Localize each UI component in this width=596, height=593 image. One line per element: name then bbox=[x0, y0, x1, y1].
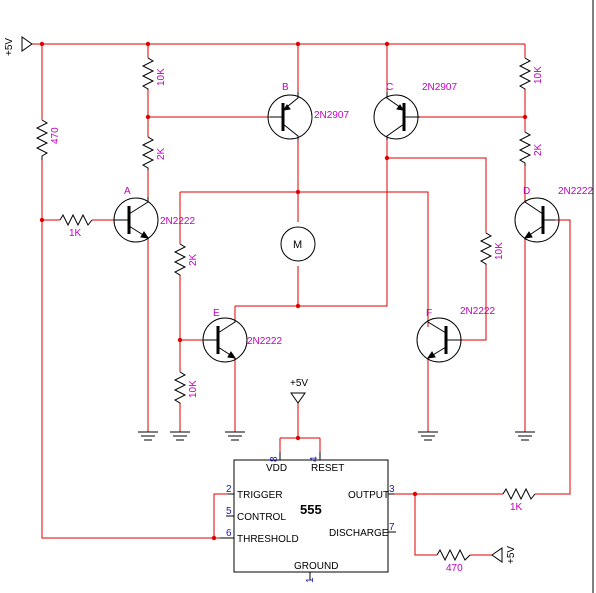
pin-threshold-label: THRESHOLD bbox=[237, 534, 299, 545]
wires bbox=[32, 43, 571, 556]
supply-symbol-ic: +5V bbox=[290, 378, 308, 404]
pin-reset-num: 4 bbox=[309, 456, 320, 462]
transistor-d-id: D bbox=[523, 186, 530, 197]
ground-d bbox=[515, 431, 535, 441]
transistor-a bbox=[113, 197, 159, 243]
label-10k-top-right: 10K bbox=[533, 66, 544, 84]
supply-label-main: +5V bbox=[4, 38, 15, 56]
label-10k-top-left: 10K bbox=[156, 68, 167, 86]
ic-name: 555 bbox=[300, 502, 322, 517]
pin-threshold-num: 6 bbox=[226, 528, 232, 539]
resistor-470-left bbox=[35, 119, 49, 160]
resistor-2k-right bbox=[518, 131, 532, 166]
ic-555: 555 VDD RESET TRIGGER CONTROL THRESHOLD … bbox=[220, 452, 396, 583]
resistor-1k-base-a bbox=[59, 213, 93, 227]
pin-trigger-label: TRIGGER bbox=[237, 490, 283, 501]
transistor-d-part: 2N2222 bbox=[558, 186, 593, 197]
label-10k-base-f: 10K bbox=[494, 242, 505, 260]
label-470-left: 470 bbox=[50, 127, 61, 144]
resistor-10k-top-left bbox=[141, 57, 155, 90]
ground-symbols bbox=[138, 431, 535, 441]
transistor-b bbox=[267, 92, 313, 140]
pin-control-num: 5 bbox=[226, 506, 232, 517]
motor-label: M bbox=[293, 239, 302, 251]
ground-e bbox=[225, 431, 245, 441]
supply-label-right: +5V bbox=[506, 546, 517, 564]
resistor-2k-base-e bbox=[173, 243, 187, 276]
supply-label-ic: +5V bbox=[290, 378, 308, 389]
pin-vdd-num: 8 bbox=[269, 456, 280, 462]
pin-trigger-num: 2 bbox=[226, 484, 232, 495]
transistor-f bbox=[416, 317, 462, 363]
transistor-f-id: F bbox=[426, 308, 432, 319]
transistor-c bbox=[373, 92, 420, 140]
transistor-d bbox=[514, 197, 560, 243]
junction-dots bbox=[39, 41, 528, 541]
transistor-e-id: E bbox=[213, 308, 220, 319]
transistor-c-part: 2N2907 bbox=[422, 82, 457, 93]
pin-ground-num: 1 bbox=[305, 577, 316, 583]
label-1k-base-a: 1K bbox=[69, 228, 82, 239]
transistor-a-id: A bbox=[124, 186, 131, 197]
resistor-10k-base-f bbox=[479, 232, 493, 265]
ground-f bbox=[418, 431, 438, 441]
ground-e-base bbox=[170, 431, 190, 441]
transistor-b-id: B bbox=[282, 82, 289, 93]
supply-symbol-right: +5V bbox=[491, 546, 517, 564]
label-470-output: 470 bbox=[446, 563, 463, 574]
pin-ground-label: GROUND bbox=[294, 561, 338, 572]
resistor-labels: 470 10K 2K 1K 2K 10K 10K 2K 10K 1K 470 bbox=[50, 66, 544, 574]
resistor-10k-top-right bbox=[518, 57, 532, 90]
resistor-1k-output bbox=[502, 487, 536, 501]
pin-discharge-num: 7 bbox=[389, 522, 395, 533]
pin-output-num: 3 bbox=[389, 484, 395, 495]
label-2k-left: 2K bbox=[156, 147, 167, 160]
resistor-2k-left bbox=[141, 136, 155, 170]
resistor-470-output bbox=[436, 548, 471, 562]
transistor-a-part: 2N2222 bbox=[160, 216, 195, 227]
transistor-e-part: 2N2222 bbox=[247, 336, 282, 347]
pin-discharge-label: DISCHARGE bbox=[329, 528, 389, 539]
ground-a bbox=[138, 431, 158, 441]
supply-symbol-main: +5V bbox=[4, 36, 33, 56]
transistor-c-id: C bbox=[386, 82, 393, 93]
label-2k-right: 2K bbox=[533, 143, 544, 156]
resistors bbox=[35, 57, 536, 562]
transistor-b-part: 2N2907 bbox=[314, 110, 349, 121]
label-2k-base-e: 2K bbox=[188, 253, 199, 266]
label-10k-e: 10K bbox=[188, 380, 199, 398]
pin-reset-label: RESET bbox=[311, 463, 344, 474]
motor: M bbox=[280, 226, 316, 262]
label-1k-output: 1K bbox=[510, 502, 523, 513]
transistor-f-part: 2N2222 bbox=[460, 306, 495, 317]
resistor-10k-e bbox=[173, 371, 187, 404]
pin-vdd-label: VDD bbox=[266, 463, 287, 474]
transistor-e bbox=[202, 317, 248, 363]
pin-control-label: CONTROL bbox=[237, 512, 286, 523]
pin-output-label: OUTPUT bbox=[348, 490, 389, 501]
